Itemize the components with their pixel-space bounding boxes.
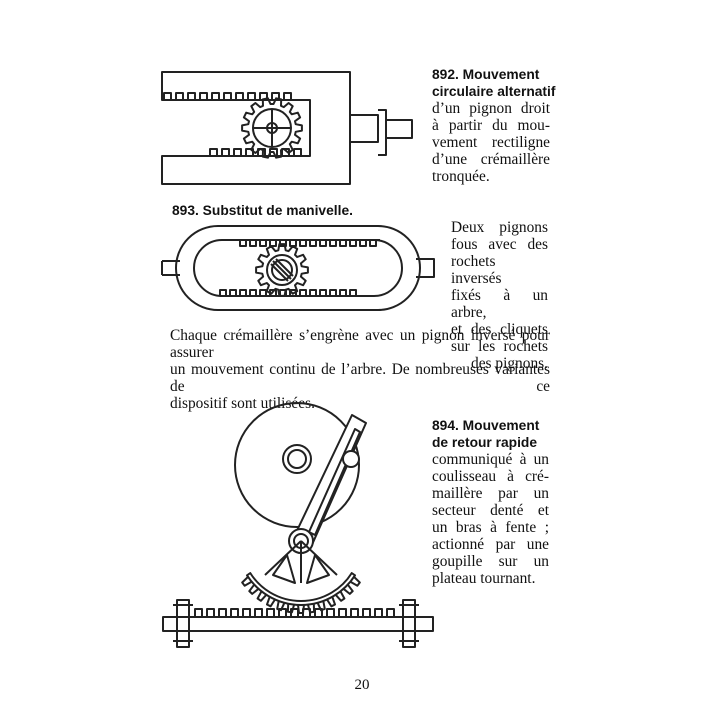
figure-892-truncated-rack-pinion [161,71,413,185]
figure-893-crank-substitute [161,225,435,311]
rack-teeth [163,92,300,101]
entry-894-body-line: communiqué à un [432,451,549,468]
entry-892-heading-line: 892. Mouvement [432,67,540,82]
entry-894-body-line: actionné par une [432,536,549,553]
entry-892-body-line: tronquée. [432,168,490,185]
entry-894-body-line: un bras à fente ; [432,519,549,536]
entry-893-body-line: un mouvement continu de l’arbre. De nomb… [170,361,550,395]
gear-rim [266,254,298,286]
entry-892-text: 892. Mouvement circulaire alternatif d’u… [432,66,556,185]
entry-894-body-line: coulisseau à cré- [432,468,549,485]
entry-892-body-line: d’un pignon droit [432,100,550,117]
ratchet-hatching [270,258,294,282]
entry-893-body-line: fixés à un arbre, [451,287,548,321]
entry-893-body-line: dispositif sont utilisées. [170,395,315,412]
entry-893-full-text: Chaque crémaillère s’engrène avec un pig… [170,327,550,412]
entry-894-heading-line: 894. Mouvement [432,418,540,433]
entry-893-body-line: Deux pignons [451,219,548,236]
entry-893-heading: 893. Substitut de manivelle. [172,203,353,218]
page-number: 20 [354,677,370,693]
gear-outline [241,97,303,159]
entry-894-body-line: secteur denté et [432,502,549,519]
entry-894-body-line: goupille sur un [432,553,549,570]
rack-teeth [219,289,360,297]
entry-892-body-line: d’une crémaillère [432,151,550,168]
entry-893-body-line: Chaque crémaillère s’engrène avec un pig… [170,327,550,361]
entry-894-body-line: maillère par un [432,485,549,502]
entry-892-body-line: vement rectiligne [432,134,550,151]
entry-894-heading-line: de retour rapide [432,435,538,450]
gear-spokes [253,109,291,147]
rack-teeth [194,608,400,618]
entry-892-body-line: à partir du mou- [432,117,550,134]
gear-outline [255,243,309,297]
entry-893-body-line: des pignons. [471,355,548,372]
entry-893-side-text: Deux pignons fous avec des rochets inver… [451,219,548,372]
rack-teeth [239,239,380,247]
ratchet-wheel [271,259,293,281]
figure-894-quick-return [162,402,434,648]
entry-893-body-line: rochets inversés [451,253,502,287]
entry-894-body-line: plateau tournant. [432,570,536,587]
entry-893-body-line: sur les rochets [451,338,548,355]
entry-893-body-line: fous avec des [451,236,548,253]
entry-893-body-line: et des cliquets [451,321,548,338]
entry-892-heading-line: circulaire alternatif [432,84,556,99]
entry-894-text: 894. Mouvement de retour rapide communiq… [432,417,549,587]
